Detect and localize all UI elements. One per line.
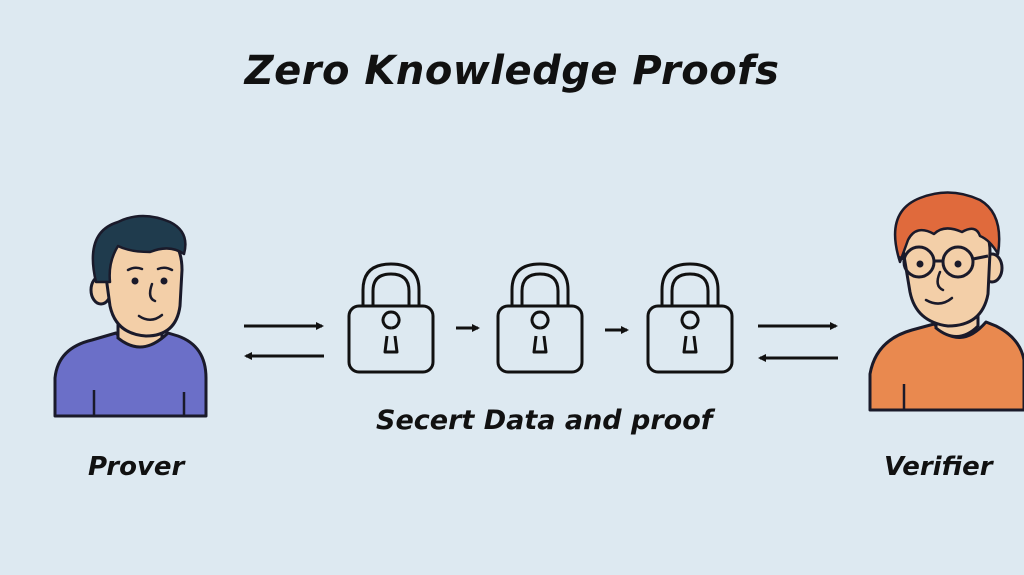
prover-exchange-arrows [244, 322, 324, 360]
verifier-label: Verifier [884, 452, 993, 482]
prover-avatar [53, 214, 208, 418]
verifier-exchange-arrows [758, 322, 838, 362]
glasses-icon [897, 245, 989, 279]
padlock-icon [347, 262, 435, 374]
verifier-avatar [868, 191, 1024, 412]
padlock-icon [646, 262, 734, 374]
diagram-title: Zero Knowledge Proofs [244, 48, 780, 94]
secret-data-label: Secert Data and proof [376, 405, 713, 436]
prover-label: Prover [88, 452, 185, 482]
padlock-icon [496, 262, 584, 374]
